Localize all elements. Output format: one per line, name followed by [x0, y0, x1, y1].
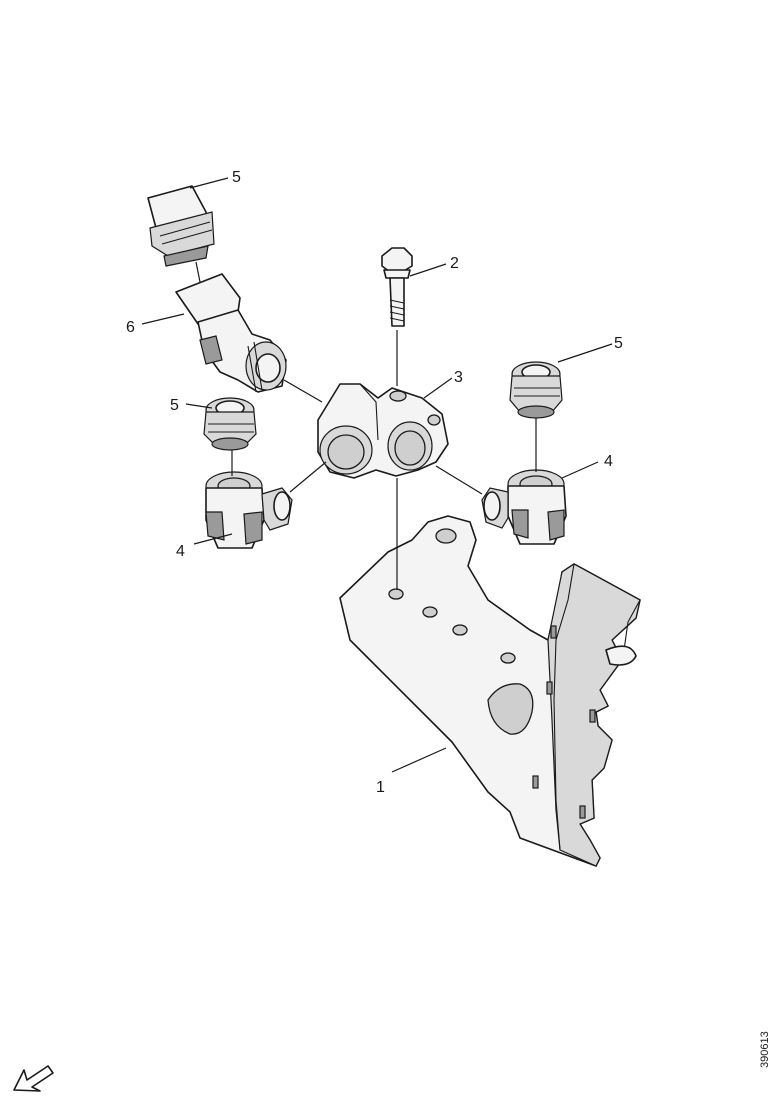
callout-leaders — [141, 177, 613, 773]
union-part-right — [481, 469, 567, 545]
plug-part-left — [203, 397, 257, 451]
plug-part-top — [147, 185, 215, 267]
bracket-part — [339, 515, 641, 867]
callout-5-right: 5 — [614, 335, 623, 352]
elbow-fitting-part — [175, 273, 287, 393]
callout-5-left: 5 — [170, 397, 179, 414]
callout-6: 6 — [126, 319, 135, 336]
callout-4-right: 4 — [604, 453, 613, 470]
callout-4-left: 4 — [176, 543, 185, 560]
callout-5-top: 5 — [232, 169, 241, 186]
plug-part-right — [509, 361, 563, 419]
callout-3: 3 — [454, 369, 463, 386]
tee-housing-part — [317, 383, 449, 479]
arrow-icon — [13, 1065, 54, 1092]
callout-1: 1 — [376, 779, 385, 796]
bolt-part — [381, 247, 413, 327]
reference-number: 390613 — [759, 1031, 771, 1068]
assembly-lines — [195, 261, 537, 590]
union-part-left — [205, 471, 293, 549]
callout-2: 2 — [450, 255, 459, 272]
